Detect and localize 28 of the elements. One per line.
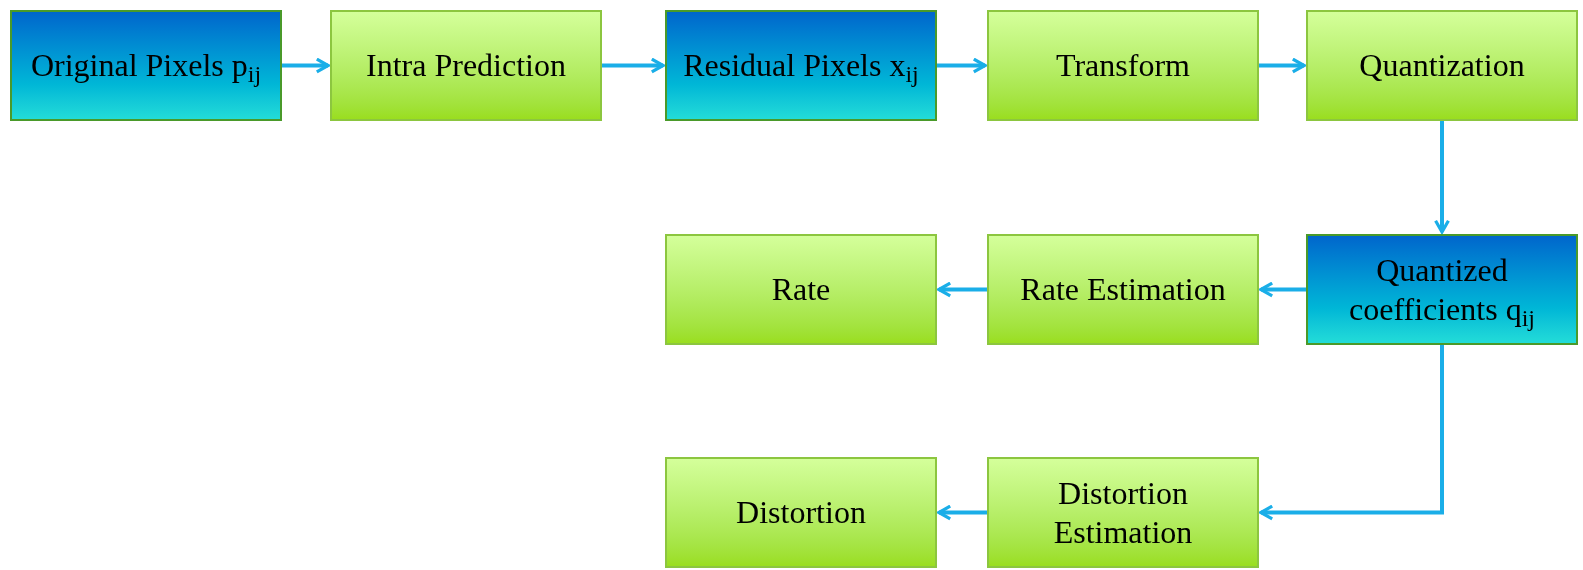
- process-box: [987, 457, 1259, 568]
- arrow: [282, 57, 330, 74]
- process-box: [665, 457, 937, 568]
- arrow: [602, 57, 665, 74]
- process-box: [665, 10, 937, 121]
- process-box: [987, 234, 1259, 345]
- box-label: Quantization: [1359, 46, 1525, 85]
- box-label: Original Pixels p$_{ij}$: [30, 46, 262, 85]
- arrow: [937, 281, 987, 298]
- process-box: [1306, 234, 1578, 345]
- box-label: Rate Estimation: [1020, 270, 1226, 309]
- box-label: Distortion: [736, 493, 866, 532]
- arrow: [1259, 345, 1444, 521]
- arrow: [937, 504, 987, 521]
- arrow: [1259, 57, 1306, 74]
- box-label: Rate: [771, 270, 831, 309]
- arrow: [1434, 121, 1450, 234]
- arrow: [1259, 281, 1306, 298]
- process-box: [10, 10, 282, 121]
- box-label: Residual Pixels x$_{ij}$: [683, 46, 919, 85]
- process-box: [665, 234, 937, 345]
- box-label: Distortion Estimation: [1052, 474, 1194, 551]
- box-label: Intra Prediction: [366, 46, 566, 85]
- arrow: [937, 57, 987, 74]
- process-box: [987, 10, 1259, 121]
- box-label: Transform: [1056, 46, 1190, 85]
- process-box: [1306, 10, 1578, 121]
- process-box: [330, 10, 602, 121]
